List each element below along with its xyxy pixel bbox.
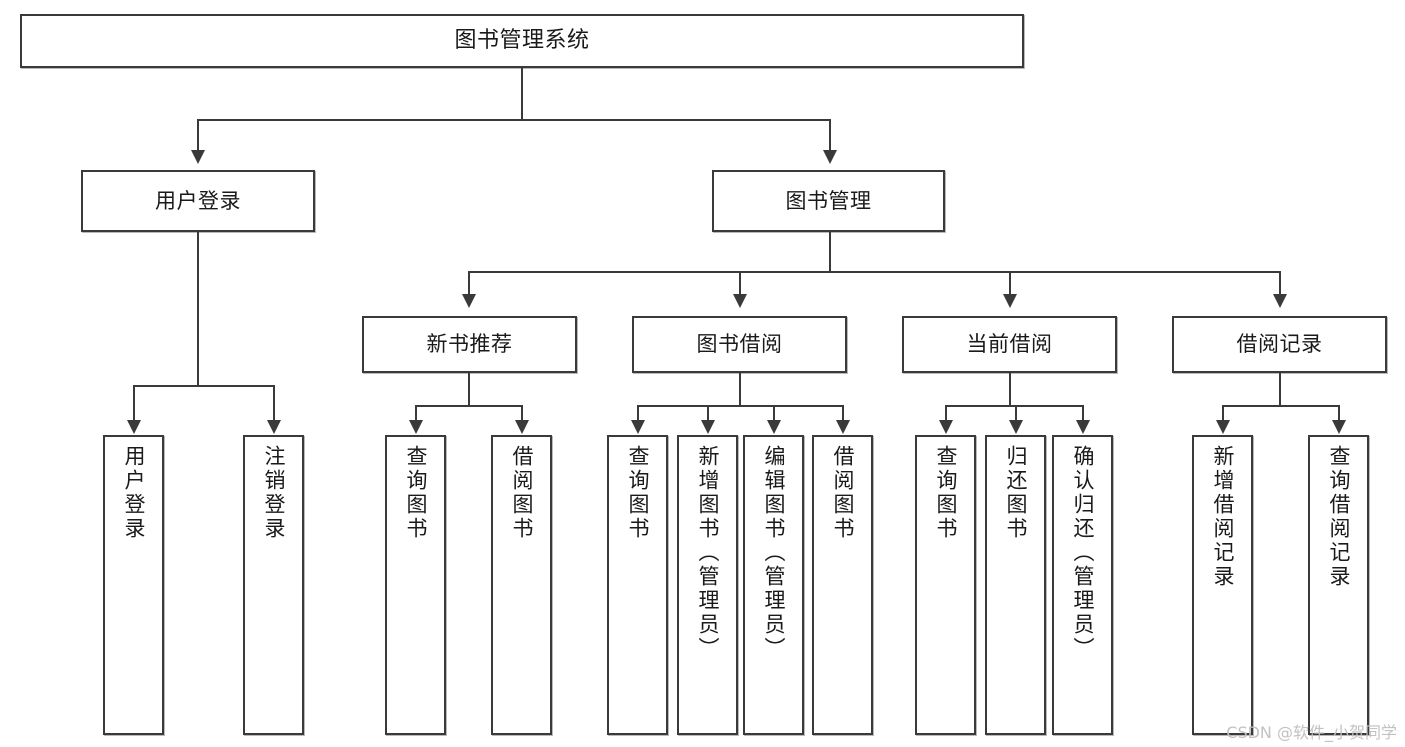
connector-root-to-book-manage — [829, 119, 831, 151]
node-user-login[interactable]: 用户登录 — [81, 170, 315, 232]
connector-root-bus — [197, 119, 831, 121]
arrowhead-br-leaf-2 — [1332, 420, 1346, 434]
connector-borrow-record-stem — [1279, 373, 1281, 406]
node-root-system[interactable]: 图书管理系统 — [20, 14, 1024, 68]
node-label: 图书借阅 — [696, 332, 783, 357]
node-book-borrow[interactable]: 图书借阅 — [632, 316, 847, 373]
leaf-bb-borrow-book[interactable]: 借阅图书 — [812, 435, 873, 735]
arrowhead-user-login — [191, 150, 205, 164]
connector-user-login-bus — [133, 385, 273, 387]
connector-current-borrow-bus — [945, 405, 1082, 407]
connector-to-current-borrow — [1009, 271, 1011, 295]
node-label: 查询图书 — [626, 445, 650, 541]
leaf-bb-edit-book[interactable]: 编辑图书（管理员） — [743, 435, 804, 735]
connector-root-stem — [521, 68, 523, 120]
connector-book-manage-stem — [829, 232, 831, 272]
arrowhead-leaf-user-login — [127, 420, 141, 434]
node-label: 新增借阅记录 — [1211, 445, 1235, 589]
arrowhead-book-manage — [823, 150, 837, 164]
leaf-br-query-record[interactable]: 查询借阅记录 — [1308, 435, 1369, 735]
arrowhead-bb-leaf-3 — [767, 420, 781, 434]
node-label: 新增图书（管理员） — [696, 445, 720, 661]
connector-user-login-to-leaf-1 — [133, 385, 135, 421]
arrowhead-current-borrow — [1003, 294, 1017, 308]
connector-user-login-to-leaf-2 — [273, 385, 275, 421]
arrowhead-book-borrow — [733, 294, 747, 308]
arrowhead-borrow-record — [1273, 294, 1287, 308]
node-label: 用户登录 — [155, 188, 241, 213]
connector-borrow-record-bus — [1222, 405, 1338, 407]
arrowhead-bb-leaf-2 — [701, 420, 715, 434]
node-label: 借阅图书 — [831, 445, 855, 541]
leaf-logout[interactable]: 注销登录 — [243, 435, 304, 735]
arrowhead-nbr-leaf-1 — [409, 420, 423, 434]
connector-bb-to-leaf-1 — [637, 405, 639, 421]
node-label: 注销登录 — [262, 445, 286, 541]
connector-new-book-recommend-bus — [415, 405, 523, 407]
leaf-nbr-query-book[interactable]: 查询图书 — [385, 435, 446, 735]
node-new-book-recommend[interactable]: 新书推荐 — [362, 316, 577, 373]
node-borrow-record[interactable]: 借阅记录 — [1172, 316, 1387, 373]
arrowhead-nbr-leaf-2 — [515, 420, 529, 434]
node-label: 图书管理 — [785, 188, 872, 213]
connector-to-book-borrow — [739, 271, 741, 295]
connector-to-new-book-recommend — [468, 271, 470, 295]
connector-br-to-leaf-1 — [1222, 405, 1224, 421]
arrowhead-cb-leaf-1 — [939, 420, 953, 434]
node-label: 用户登录 — [122, 445, 146, 541]
leaf-br-add-record[interactable]: 新增借阅记录 — [1192, 435, 1253, 735]
leaf-cb-return-book[interactable]: 归还图书 — [985, 435, 1046, 735]
connector-book-borrow-stem — [739, 373, 741, 406]
node-label: 查询借阅记录 — [1327, 445, 1351, 589]
connector-bb-to-leaf-2 — [707, 405, 709, 421]
connector-book-manage-bus — [468, 271, 1279, 273]
arrowhead-leaf-logout — [267, 420, 281, 434]
connector-cb-to-leaf-3 — [1082, 405, 1084, 421]
node-label: 新书推荐 — [426, 332, 513, 357]
connector-to-borrow-record — [1279, 271, 1281, 295]
connector-current-borrow-stem — [1009, 373, 1011, 406]
connector-cb-to-leaf-1 — [945, 405, 947, 421]
connector-nbr-to-leaf-1 — [415, 405, 417, 421]
node-label: 查询图书 — [404, 445, 428, 541]
connector-cb-to-leaf-2 — [1015, 405, 1017, 421]
connector-bb-to-leaf-4 — [842, 405, 844, 421]
node-book-manage[interactable]: 图书管理 — [712, 170, 945, 232]
connector-nbr-to-leaf-2 — [521, 405, 523, 421]
node-label: 确认归还（管理员） — [1071, 445, 1095, 661]
leaf-user-login[interactable]: 用户登录 — [103, 435, 164, 735]
leaf-bb-add-book[interactable]: 新增图书（管理员） — [677, 435, 738, 735]
connector-user-login-stem — [197, 232, 199, 386]
connector-root-to-user-login — [197, 119, 199, 151]
leaf-cb-confirm-return[interactable]: 确认归还（管理员） — [1052, 435, 1113, 735]
node-label: 归还图书 — [1004, 445, 1028, 541]
node-label: 查询图书 — [934, 445, 958, 541]
arrowhead-cb-leaf-2 — [1009, 420, 1023, 434]
node-label: 当前借阅 — [966, 332, 1053, 357]
node-label: 借阅记录 — [1236, 332, 1323, 357]
arrowhead-cb-leaf-3 — [1076, 420, 1090, 434]
node-label: 编辑图书（管理员） — [762, 445, 786, 661]
node-current-borrow[interactable]: 当前借阅 — [902, 316, 1117, 373]
node-label: 借阅图书 — [510, 445, 534, 541]
arrowhead-bb-leaf-1 — [631, 420, 645, 434]
watermark-text: CSDN @软件_小贺同学 — [1226, 723, 1397, 742]
connector-br-to-leaf-2 — [1338, 405, 1340, 421]
connector-book-borrow-bus — [637, 405, 843, 407]
arrowhead-bb-leaf-4 — [836, 420, 850, 434]
node-label: 图书管理系统 — [454, 28, 590, 54]
leaf-nbr-borrow-book[interactable]: 借阅图书 — [491, 435, 552, 735]
arrowhead-br-leaf-1 — [1216, 420, 1230, 434]
connector-bb-to-leaf-3 — [773, 405, 775, 421]
leaf-bb-query-book[interactable]: 查询图书 — [607, 435, 668, 735]
connector-new-book-recommend-stem — [468, 373, 470, 406]
arrowhead-new-book-recommend — [462, 294, 476, 308]
leaf-cb-query-book[interactable]: 查询图书 — [915, 435, 976, 735]
